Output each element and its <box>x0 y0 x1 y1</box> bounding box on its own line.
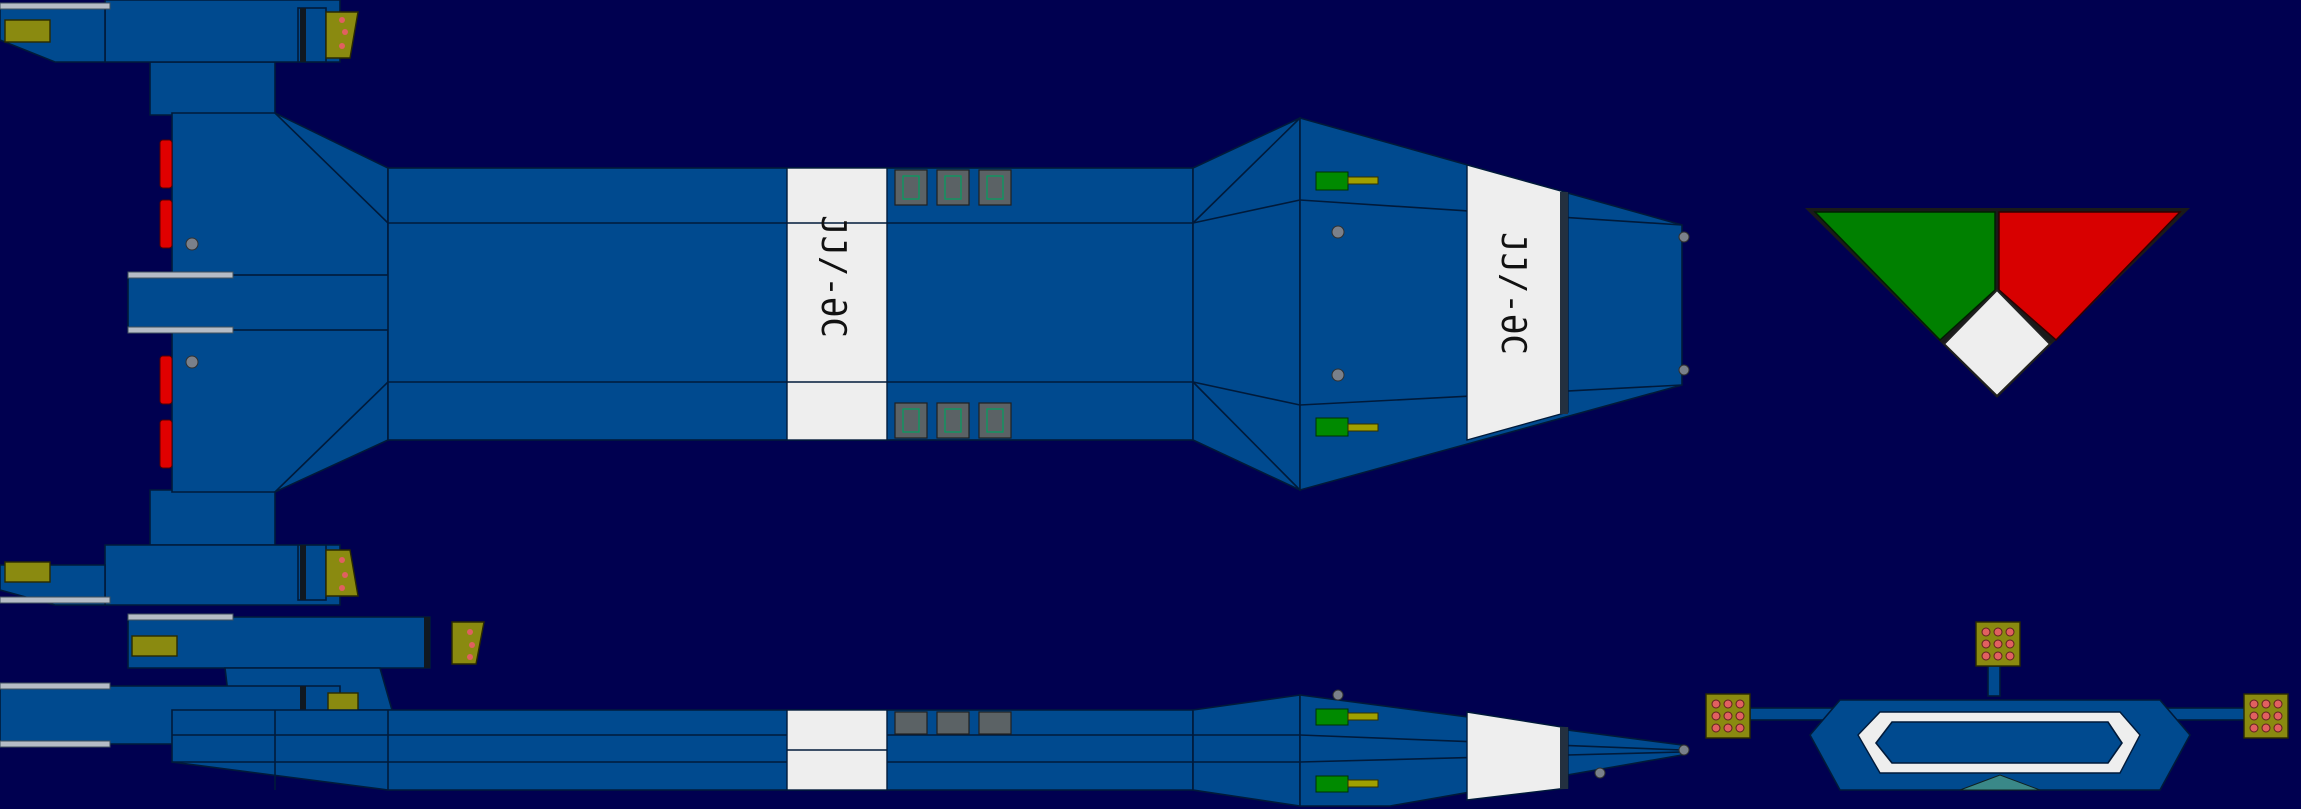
upper-pylon <box>0 0 359 116</box>
hatches-lower <box>894 402 1012 439</box>
main-body: JJ/-ƏC <box>387 167 1194 441</box>
top-view: JJ/-ƏC <box>0 0 1690 606</box>
turret-upper <box>1315 171 1379 191</box>
insignia-emblem <box>1805 208 2190 398</box>
front-view <box>1705 621 2289 791</box>
hull-code-nose: JJ/-ƏC <box>1493 232 1533 355</box>
turret-lower <box>1315 417 1379 437</box>
hull-code-rear: JJ/-ƏC <box>813 215 853 338</box>
nose-section: JJ/-ƏC <box>1192 116 1690 492</box>
front-pods <box>1705 621 2289 739</box>
lower-pylon <box>0 489 359 606</box>
side-main-hull <box>171 689 1690 807</box>
side-view <box>0 613 1690 807</box>
hatches-upper <box>894 169 1012 206</box>
